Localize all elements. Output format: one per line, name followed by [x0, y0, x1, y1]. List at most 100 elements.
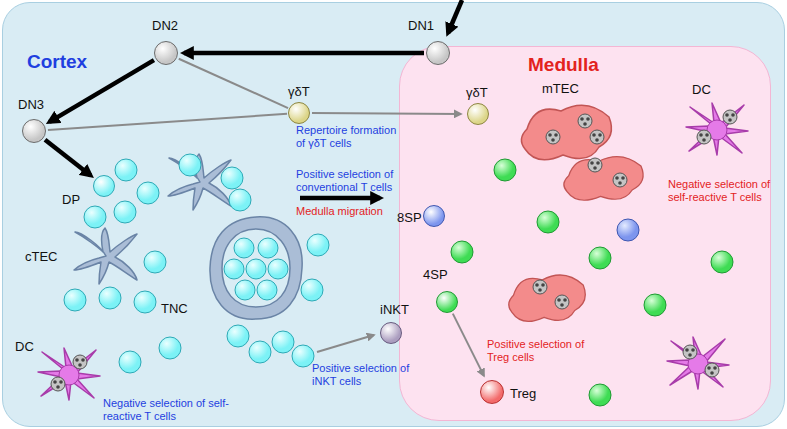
annotation-text: Positive selection of conventional T cel… — [296, 168, 418, 194]
cd8-sp-cell — [617, 219, 639, 241]
edge-label: Repertoire formation of γδT cells — [296, 124, 408, 150]
cell-label: DC — [692, 82, 711, 97]
cell-label: iNKT — [380, 302, 409, 317]
dendritic-cell-outline — [684, 101, 750, 157]
apoptotic-body — [546, 130, 560, 144]
apoptotic-body — [590, 130, 604, 144]
connector-arrow — [453, 314, 484, 376]
cd4-sp-cell — [537, 211, 559, 233]
cell-label: DP — [62, 192, 80, 207]
apoptotic-body — [705, 363, 719, 377]
dendritic-cell: DC — [684, 101, 750, 157]
mtec-cell: mTEC — [517, 97, 617, 165]
cd4-sp-cell — [494, 159, 516, 181]
cd4-sp-cell — [644, 294, 666, 316]
cell-label: DN2 — [152, 18, 178, 33]
inkt-cell: iNKT — [380, 322, 402, 344]
entry-arrow — [448, 0, 462, 33]
ctec-cell-shape — [74, 228, 137, 284]
apoptotic-body — [555, 295, 569, 309]
dn3-cell: DN3 — [22, 119, 46, 143]
cd4-sp-cell — [589, 247, 611, 269]
cell-label: cTEC — [25, 249, 58, 264]
dp-cell — [292, 345, 314, 367]
mtec-cell-shape — [521, 105, 611, 160]
apoptotic-body — [697, 130, 711, 144]
dp-cell — [249, 341, 271, 363]
thymic-nurse-cell-outline — [206, 213, 306, 323]
dp-cell — [64, 289, 86, 311]
cell-label: Treg — [510, 386, 536, 401]
dendritic-cell — [667, 337, 729, 389]
apoptotic-body — [588, 158, 602, 172]
connector-arrow — [45, 140, 91, 176]
dendritic-cell-outline — [36, 346, 102, 402]
thymic-nurse-cell-shape — [210, 217, 302, 319]
dp-cell — [221, 167, 243, 189]
dp-cell — [229, 189, 251, 211]
dp-cell — [227, 325, 249, 347]
dp-cell — [179, 154, 201, 176]
dp-cell — [114, 201, 136, 223]
ctec-cell-outline — [71, 226, 141, 286]
annotation-text: Medulla migration — [296, 205, 383, 218]
dendritic-cell-shape — [38, 348, 100, 400]
dp-cell — [307, 234, 329, 256]
apoptotic-body — [51, 377, 65, 391]
mtec-cell-outline — [517, 97, 617, 165]
region-title: Medulla — [528, 54, 599, 76]
migration-arrow — [300, 196, 380, 201]
dp-cell — [134, 291, 156, 313]
annotation-text: Negative selection of self-reactive T ce… — [668, 178, 782, 204]
cell-label: DN3 — [18, 97, 44, 112]
cd4-sp-cell — [711, 251, 733, 273]
annotation-text: Negative selection of self-reactive T ce… — [103, 397, 233, 423]
cd4-sp-cell: 4SP — [436, 291, 458, 313]
gamma-delta-t-cell: γδT — [288, 102, 310, 124]
connector-arrow — [312, 112, 461, 115]
apoptotic-body — [73, 355, 87, 369]
apoptotic-body — [683, 345, 697, 359]
dp-cell — [115, 159, 137, 181]
cell-label: mTEC — [542, 81, 579, 96]
ctec-cell: cTEC — [71, 226, 141, 286]
apoptotic-body — [578, 114, 592, 128]
cd4-sp-cell — [451, 241, 473, 263]
dp-cell — [144, 251, 166, 273]
cd4-sp-cell — [589, 384, 611, 406]
apoptotic-body — [723, 110, 737, 124]
connector-arrow — [184, 51, 424, 56]
cell-label: DN1 — [408, 18, 434, 33]
cell-label: DC — [15, 339, 34, 354]
dp-cell — [272, 331, 294, 353]
gamma-delta-t-cell: γδT — [467, 103, 489, 125]
connector-arrow — [179, 59, 288, 108]
dendritic-cell: DC — [36, 346, 102, 402]
dp-cell — [301, 279, 323, 301]
dp-cell — [99, 287, 121, 309]
cell-label: γδT — [466, 85, 488, 100]
dendritic-cell-shape — [686, 103, 748, 155]
thymic-nurse-cell: TNC — [206, 213, 306, 323]
cd8-sp-cell: 8SP — [423, 205, 445, 227]
dp-thymocytes — [64, 154, 329, 373]
dp-cell — [84, 206, 106, 228]
dn2-cell: DN2 — [154, 41, 178, 65]
dn1-cell: DN1 — [426, 41, 450, 65]
treg-cell: Treg — [480, 380, 504, 404]
dp-thymocyte: DP — [93, 175, 115, 197]
inkt-selection-arrow — [317, 335, 374, 352]
annotation-text: Positive selection of iNKT cells — [312, 362, 424, 388]
apoptotic-body — [613, 173, 627, 187]
dp-cell — [159, 337, 181, 359]
cell-label: 4SP — [423, 267, 448, 282]
cell-label: TNC — [161, 301, 188, 316]
edge-label: Positive selection of Treg cells — [487, 338, 609, 364]
region-title: Cortex — [27, 51, 87, 73]
cell-label: γδT — [288, 84, 310, 99]
connector-arrow — [49, 60, 153, 122]
cell-label: 8SP — [397, 210, 422, 225]
mtec-cell — [564, 157, 643, 201]
connector-arrow — [48, 114, 287, 130]
